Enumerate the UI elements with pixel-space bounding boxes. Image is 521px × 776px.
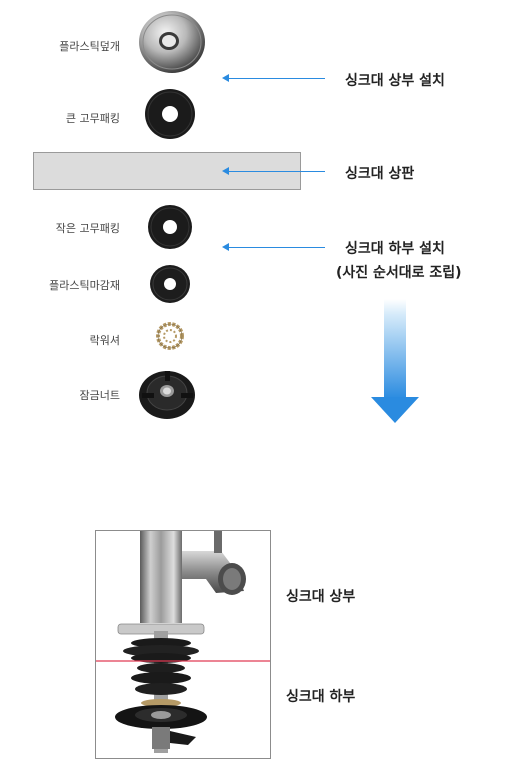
callout-line-bottom (229, 247, 325, 248)
arrow-left-icon (222, 167, 229, 175)
callout-sink-plate: 싱크대 상판 (345, 166, 415, 182)
callout-assembly-note: (사진 순서대로 조립) (336, 265, 462, 281)
label-sink-top: 싱크대 상부 (286, 589, 356, 605)
part-label-small-gasket: 작은 고무패킹 (55, 222, 120, 235)
callout-line-plate (229, 171, 325, 172)
small-rubber-gasket-icon (147, 204, 193, 254)
part-label-plastic-cover: 플라스틱덮개 (59, 40, 120, 53)
plastic-finish-ring-icon (149, 264, 191, 308)
lock-washer-icon (156, 322, 184, 354)
down-arrow-icon (371, 299, 419, 429)
callout-top-install: 싱크대 상부 설치 (345, 73, 445, 89)
part-label-lock-nut: 잠금너트 (79, 389, 120, 402)
arrow-left-icon (222, 243, 229, 251)
callout-line-top (229, 78, 325, 79)
large-rubber-gasket-icon (144, 88, 196, 144)
callout-bottom-install: 싱크대 하부 설치 (345, 241, 445, 257)
part-label-large-gasket: 큰 고무패킹 (65, 112, 120, 125)
part-label-plastic-finish: 플라스틱마감재 (49, 279, 120, 292)
lock-nut-icon (137, 367, 197, 425)
assembly-photo (95, 530, 271, 759)
chrome-cover-icon (137, 9, 207, 79)
arrow-left-icon (222, 74, 229, 82)
label-sink-bottom: 싱크대 하부 (286, 689, 356, 705)
part-label-lock-washer: 락워셔 (89, 334, 120, 347)
